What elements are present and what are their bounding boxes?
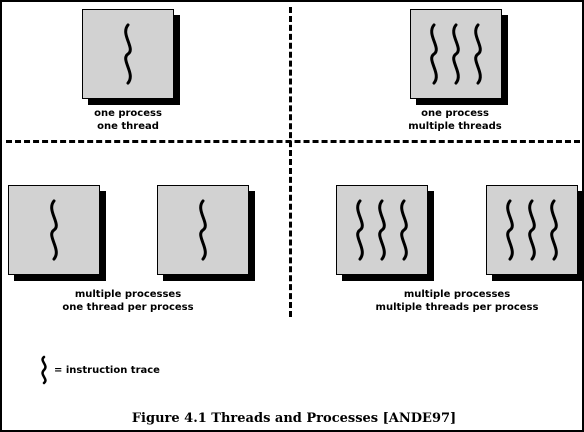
thread-wavy-line	[452, 23, 460, 85]
thread-group	[506, 199, 558, 261]
label-line: one thread	[97, 121, 159, 132]
thread-wavy-line	[400, 199, 408, 261]
quadrant-label-top-right: one process multiple threads	[345, 107, 565, 133]
quadrant-label-bottom-right: multiple processes multiple threads per …	[347, 288, 567, 314]
label-line: one process	[421, 108, 489, 119]
vertical-divider	[289, 7, 292, 317]
thread-group	[430, 23, 482, 85]
quadrant-label-bottom-left: multiple processes one thread per proces…	[18, 288, 238, 314]
label-line: multiple processes	[74, 289, 182, 300]
label-line: multiple processes	[403, 289, 511, 300]
legend-text: = instruction trace	[54, 364, 160, 376]
thread-wavy-line	[50, 199, 58, 261]
thread-wavy-line	[528, 199, 536, 261]
thread-wavy-line	[378, 199, 386, 261]
process-box	[8, 185, 100, 275]
process-box	[82, 9, 174, 99]
horizontal-divider	[6, 140, 580, 143]
thread-wavy-line	[124, 23, 132, 85]
process-box	[336, 185, 428, 275]
label-line: one thread per process	[62, 302, 194, 313]
process-box	[486, 185, 578, 275]
thread-group	[124, 23, 132, 85]
wavy-line-icon	[38, 355, 50, 385]
label-line: one process	[94, 108, 162, 119]
thread-group	[356, 199, 408, 261]
thread-wavy-line	[474, 23, 482, 85]
quadrant-label-top-left: one process one thread	[18, 107, 238, 133]
process-box	[410, 9, 502, 99]
process-box	[157, 185, 249, 275]
label-line: multiple threads per process	[375, 302, 539, 313]
thread-wavy-line	[356, 199, 364, 261]
thread-wavy-line	[506, 199, 514, 261]
legend: = instruction trace	[38, 354, 160, 386]
thread-group	[50, 199, 58, 261]
thread-wavy-line	[199, 199, 207, 261]
label-line: multiple threads	[408, 121, 502, 132]
figure-caption: Figure 4.1 Threads and Processes [ANDE97…	[131, 411, 457, 426]
thread-group	[199, 199, 207, 261]
thread-wavy-line	[430, 23, 438, 85]
thread-wavy-line	[550, 199, 558, 261]
